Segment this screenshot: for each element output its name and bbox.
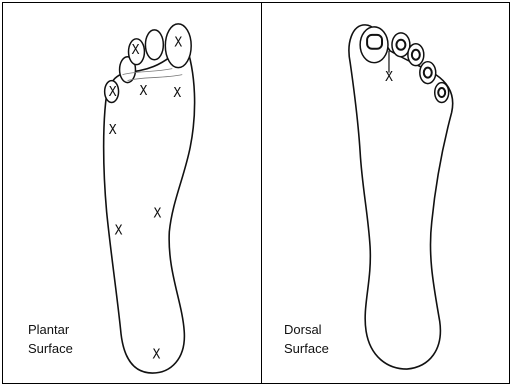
dorsal-panel: X Dorsal Surface [262, 3, 509, 383]
plantar-mark-third-toe: X [132, 43, 140, 58]
dorsal-foot-outline [349, 25, 453, 369]
plantar-mark-heel: X [152, 348, 160, 363]
plantar-mark-fifth-metatarsal-base: X [109, 123, 117, 138]
dorsal-toe-3-nail [412, 50, 420, 60]
dorsal-surface-label: Dorsal Surface [284, 320, 329, 358]
dorsal-toe-4-nail [424, 68, 432, 78]
plantar-mark-third-metatarsal: X [140, 84, 148, 99]
plantar-label-line1: Plantar [28, 320, 73, 339]
dorsal-toe-2-nail [396, 40, 405, 50]
dorsal-toe-5-nail [438, 88, 445, 97]
plantar-mark-lateral-midfoot: X [115, 223, 123, 238]
plantar-mark-hallux: X [174, 35, 182, 50]
plantar-surface-label: Plantar Surface [28, 320, 73, 358]
plantar-label-line2: Surface [28, 339, 73, 358]
dorsal-mark-forefoot: X [385, 70, 393, 85]
plantar-toe-2 [145, 30, 163, 60]
plantar-mark-medial-midfoot: X [153, 206, 161, 221]
dorsal-label-line1: Dorsal [284, 320, 329, 339]
dorsal-hallux-nail [367, 35, 382, 49]
plantar-panel: X X X X X X X X X Plantar Surface [3, 3, 262, 383]
plantar-mark-fifth-toe: X [109, 85, 117, 100]
dorsal-label-line2: Surface [284, 339, 329, 358]
figure-frame: X X X X X X X X X Plantar Surface [2, 2, 510, 384]
plantar-mark-first-metatarsal: X [173, 86, 181, 101]
